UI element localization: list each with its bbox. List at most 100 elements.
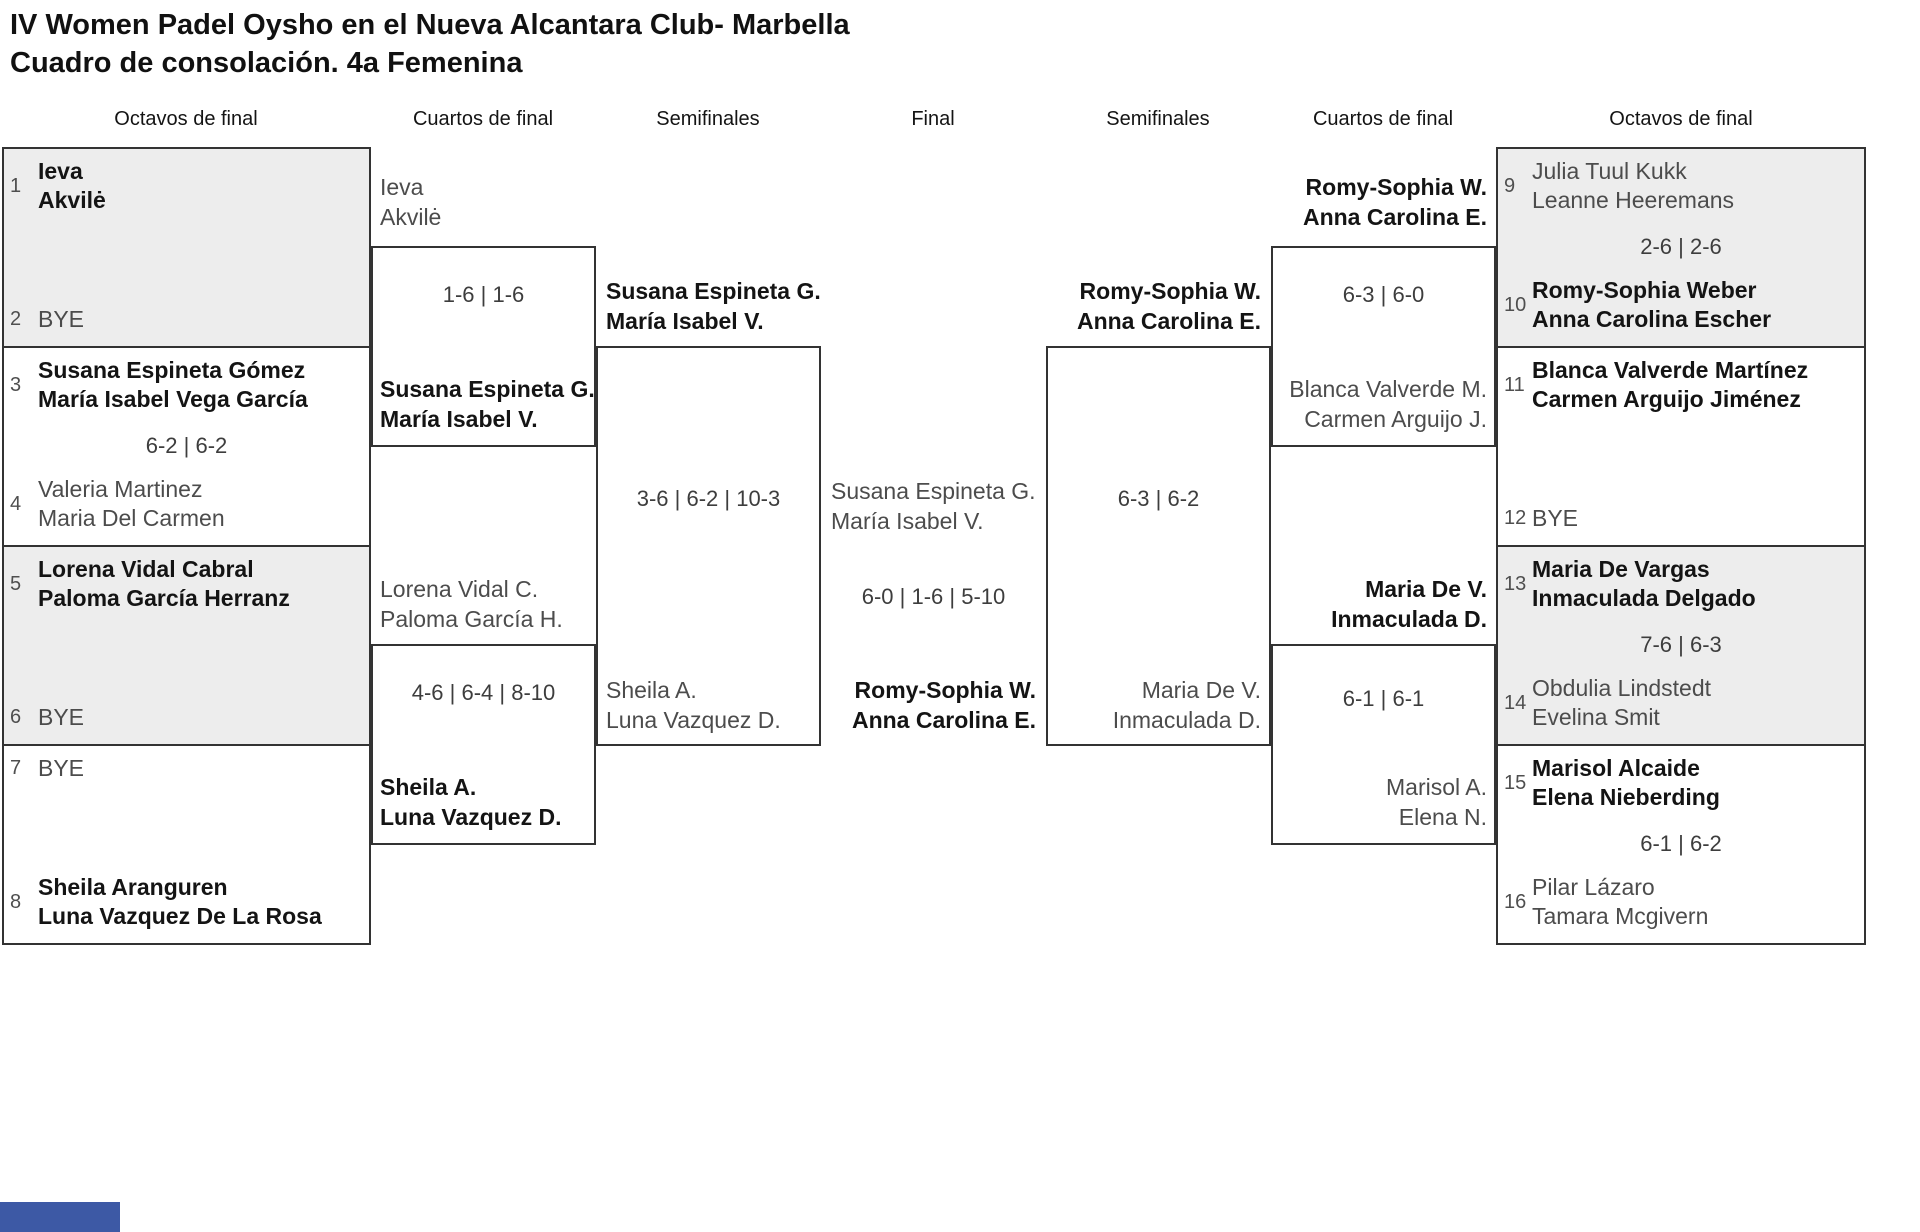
- player-name: Leanne Heeremans: [1532, 187, 1735, 213]
- round-header-semis-left: Semifinales: [656, 108, 760, 130]
- player-name: Lorena Vidal Cabral: [38, 556, 254, 582]
- player-name: Sheila A.: [606, 677, 697, 703]
- match-box-cuartos-right-1: [1271, 246, 1496, 447]
- team-cuartos-right-2b: Marisol A. Elena N.: [1271, 772, 1487, 832]
- player-name: Romy-Sophia W.: [1079, 278, 1261, 304]
- match-box-octavos-left-4: 7 BYE 8 Sheila Aranguren Luna Vazquez De…: [2, 744, 371, 945]
- round-header-cuartos-right: Cuartos de final: [1312, 108, 1454, 130]
- seat-number: 5: [10, 572, 22, 595]
- match-box-octavos-left-1: 1 Ieva Akvilė 2 BYE: [2, 147, 371, 348]
- match-box-cuartos-left-2: [371, 644, 596, 845]
- bracket-entry-11: 11 Blanca Valverde Martínez Carmen Argui…: [1504, 356, 1858, 414]
- team-semifinal-right-b: Maria De V. Inmaculada D.: [1046, 675, 1261, 735]
- player-name: Luna Vazquez D.: [380, 804, 562, 830]
- match-box-octavos-right-2: 11 Blanca Valverde Martínez Carmen Argui…: [1496, 346, 1866, 547]
- seat-number: 15: [1504, 771, 1527, 794]
- seat-number: 14: [1504, 691, 1527, 714]
- player-name: Akvilė: [380, 204, 442, 230]
- player-name: Lorena Vidal C.: [380, 576, 539, 602]
- seat-number: 2: [10, 308, 22, 330]
- bracket-entry-1: 1 Ieva Akvilė: [10, 157, 363, 215]
- team-cuartos-right-1b: Blanca Valverde M. Carmen Arguijo J.: [1271, 374, 1487, 434]
- team-final-a: Susana Espineta G. María Isabel V.: [831, 476, 1036, 536]
- player-name: Marisol A.: [1386, 774, 1487, 800]
- player-name: Inmaculada D.: [1112, 707, 1261, 733]
- player-name: Susana Espineta G.: [831, 478, 1036, 504]
- player-name: María Isabel V.: [831, 508, 984, 534]
- player-name: Maria De V.: [1365, 576, 1487, 602]
- round-header-octavos-left: Octavos de final: [114, 108, 258, 130]
- player-name: Inmaculada Delgado: [1532, 585, 1756, 611]
- player-name: Sheila A.: [380, 774, 477, 800]
- team-cuartos-left-1b: Susana Espineta G. María Isabel V.: [380, 374, 595, 434]
- match-box-octavos-right-4: 15 Marisol Alcaide Elena Nieberding 6-1 …: [1496, 744, 1866, 945]
- player-name: Luna Vazquez D.: [606, 707, 781, 733]
- match-box-octavos-left-2: 3 Susana Espineta Gómez María Isabel Veg…: [2, 346, 371, 547]
- team-cuartos-right-1a: Romy-Sophia W. Anna Carolina E.: [1271, 172, 1487, 232]
- bracket-entry-6: 6 BYE: [10, 703, 363, 732]
- bracket-entry-14: 14 Obdulia Lindstedt Evelina Smit: [1504, 674, 1858, 732]
- title-line-2: Cuadro de consolación. 4a Femenina: [10, 47, 523, 79]
- bracket-entry-3: 3 Susana Espineta Gómez María Isabel Veg…: [10, 356, 363, 414]
- player-name: BYE: [38, 755, 85, 781]
- seat-number: 1: [10, 174, 22, 197]
- seat-number: 3: [10, 373, 22, 396]
- seat-number: 7: [10, 757, 22, 779]
- bracket-entry-4: 4 Valeria Martinez Maria Del Carmen: [10, 475, 363, 533]
- seat-number: 8: [10, 890, 22, 913]
- match-score: 6-3 | 6-0: [1342, 282, 1425, 307]
- seat-number: 10: [1504, 293, 1527, 316]
- match-score: 6-3 | 6-2: [1117, 486, 1200, 511]
- player-name: Anna Carolina E.: [1302, 204, 1487, 230]
- team-semifinal-left-b: Sheila A. Luna Vazquez D.: [606, 675, 781, 735]
- team-cuartos-right-2a: Maria De V. Inmaculada D.: [1271, 574, 1487, 634]
- team-semifinal-left-a: Susana Espineta G. María Isabel V.: [606, 276, 821, 336]
- player-name: Ieva: [380, 174, 424, 200]
- match-score: 6-0 | 1-6 | 5-10: [861, 584, 1006, 609]
- match-score: 6-1 | 6-2: [1640, 830, 1722, 856]
- round-header-final: Final: [911, 108, 955, 130]
- player-name: Akvilė: [38, 187, 106, 213]
- player-name: Sheila Aranguren: [38, 874, 228, 900]
- player-name: Romy-Sophia W.: [1305, 174, 1487, 200]
- match-box-cuartos-left-1: [371, 246, 596, 447]
- player-name: Inmaculada D.: [1331, 606, 1487, 632]
- player-name: Elena N.: [1398, 804, 1487, 830]
- bracket-entry-13: 13 Maria De Vargas Inmaculada Delgado: [1504, 555, 1858, 613]
- bracket-entry-16: 16 Pilar Lázaro Tamara Mcgivern: [1504, 873, 1858, 931]
- player-name: María Isabel V.: [606, 308, 764, 334]
- team-final-b: Romy-Sophia W. Anna Carolina E.: [821, 675, 1036, 735]
- team-cuartos-left-2a: Lorena Vidal C. Paloma García H.: [380, 574, 563, 634]
- player-name: Susana Espineta G.: [606, 278, 821, 304]
- player-name: Elena Nieberding: [1532, 784, 1720, 810]
- match-score: 3-6 | 6-2 | 10-3: [636, 486, 781, 511]
- player-name: BYE: [38, 306, 85, 332]
- player-name: Susana Espineta G.: [380, 376, 595, 402]
- player-name: Romy-Sophia W.: [854, 677, 1036, 703]
- player-name: Anna Carolina E.: [851, 707, 1036, 733]
- player-name: Marisol Alcaide: [1532, 755, 1700, 781]
- player-name: Romy-Sophia Weber: [1532, 277, 1757, 303]
- player-name: María Isabel Vega García: [38, 386, 308, 412]
- player-name: Susana Espineta Gómez: [38, 357, 306, 383]
- player-name: Obdulia Lindstedt: [1532, 675, 1712, 701]
- player-name: Anna Carolina Escher: [1532, 306, 1772, 332]
- bracket-entry-8: 8 Sheila Aranguren Luna Vazquez De La Ro…: [10, 873, 363, 931]
- match-score: 7-6 | 6-3: [1640, 631, 1722, 657]
- player-name: Blanca Valverde M.: [1289, 376, 1487, 402]
- match-box-octavos-left-3: 5 Lorena Vidal Cabral Paloma García Herr…: [2, 545, 371, 746]
- player-name: Maria Del Carmen: [38, 505, 225, 531]
- player-name: Pilar Lázaro: [1532, 874, 1655, 900]
- player-name: Luna Vazquez De La Rosa: [38, 903, 322, 929]
- team-cuartos-left-2b: Sheila A. Luna Vazquez D.: [380, 772, 561, 832]
- team-semifinal-right-a: Romy-Sophia W. Anna Carolina E.: [1046, 276, 1261, 336]
- player-name: Maria De V.: [1141, 677, 1261, 703]
- match-box-octavos-right-3: 13 Maria De Vargas Inmaculada Delgado 7-…: [1496, 545, 1866, 746]
- seat-number: 4: [10, 492, 22, 515]
- match-box-cuartos-right-2: [1271, 644, 1496, 845]
- round-header-semis-right: Semifinales: [1106, 108, 1210, 130]
- accent-bar: [0, 1202, 120, 1232]
- bracket-entry-10: 10 Romy-Sophia Weber Anna Carolina Esche…: [1504, 276, 1858, 334]
- bracket-entry-9: 9 Julia Tuul Kukk Leanne Heeremans: [1504, 157, 1858, 215]
